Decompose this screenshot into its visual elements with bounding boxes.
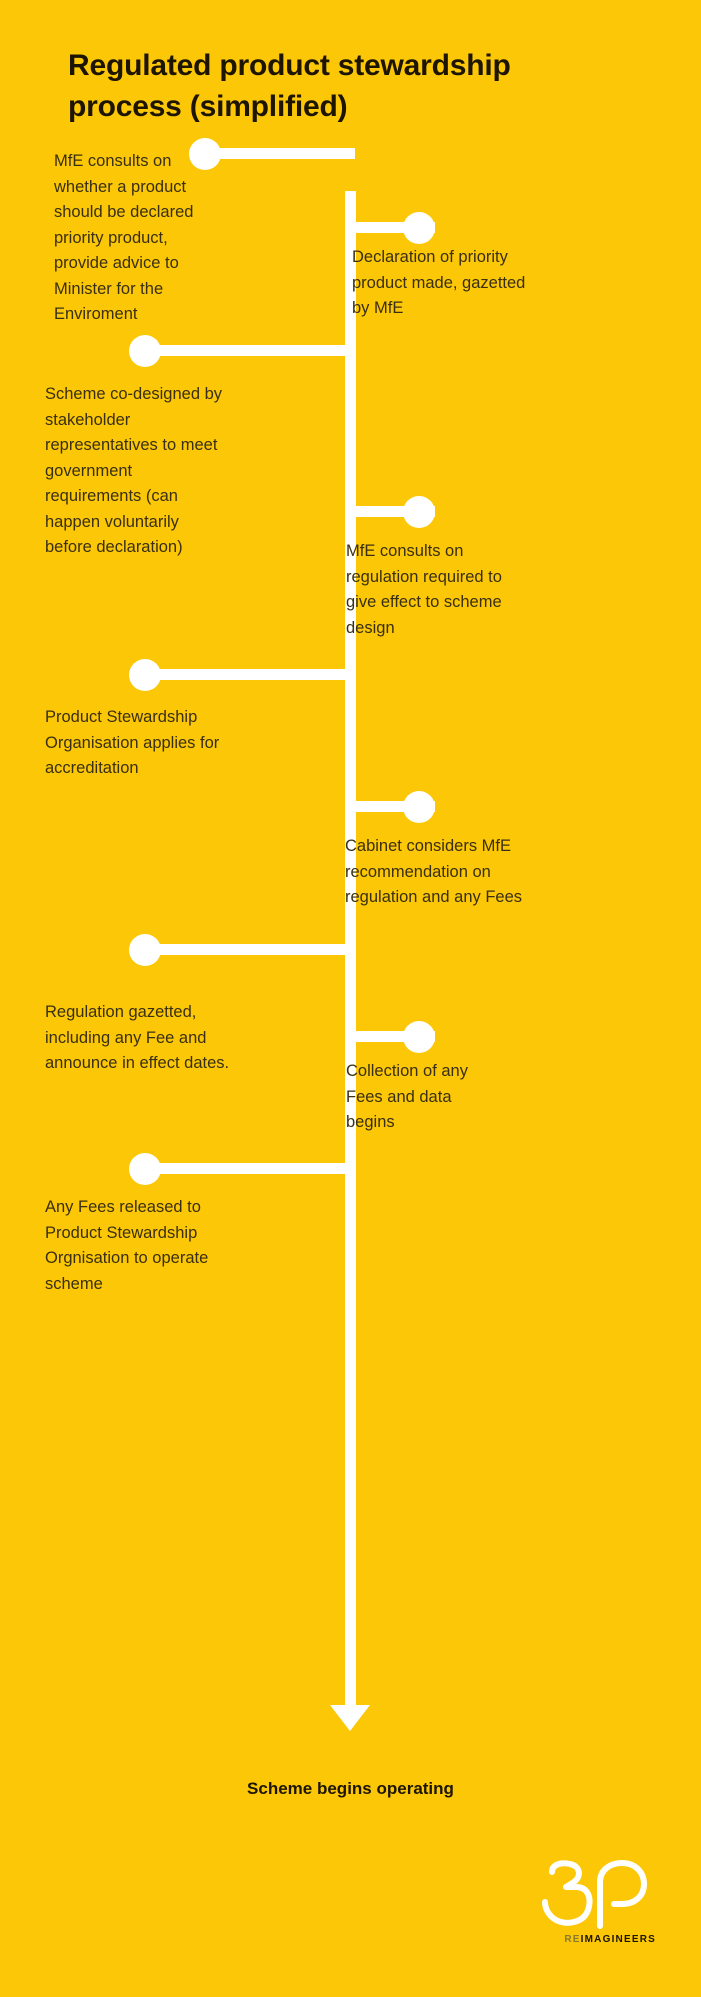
connector-step-2	[345, 222, 435, 233]
step-8-text: Collection of any Fees and data begins	[346, 1062, 468, 1132]
logo-wordmark: REIMAGINEERS	[530, 1934, 660, 1945]
node-step-7[interactable]	[129, 934, 161, 966]
node-step-2[interactable]	[403, 212, 435, 244]
timeline-arrowhead-icon	[330, 1705, 370, 1731]
step-3-text: Scheme co-designed by stakeholder repres…	[45, 385, 223, 557]
step-1-text: MfE consults on whether a product should…	[54, 152, 194, 324]
node-step-4[interactable]	[403, 496, 435, 528]
node-step-9[interactable]	[129, 1153, 161, 1185]
step-4-text: MfE consults on regulation required to g…	[346, 542, 502, 637]
step-6-text: Cabinet considers MfE recommendation on …	[345, 837, 523, 907]
page-title: Regulated product stewardship process (s…	[68, 49, 511, 123]
connector-step-6	[345, 801, 435, 812]
logo-3r-icon	[542, 1860, 647, 1929]
connector-step-7	[145, 944, 355, 955]
connector-step-3	[145, 345, 355, 356]
connector-step-4	[345, 506, 435, 517]
logo-wordmark-prefix: RE	[564, 1934, 581, 1945]
step-2-text: Declaration of priority product made, ga…	[352, 248, 526, 318]
logo-wordmark-suffix: IMAGINEERS	[580, 1934, 656, 1945]
outcome-label: Scheme begins operating	[247, 1779, 454, 1798]
node-step-5[interactable]	[129, 659, 161, 691]
node-step-6[interactable]	[403, 791, 435, 823]
step-7-text: Regulation gazetted, including any Fee a…	[45, 1003, 230, 1073]
brand-logo: REIMAGINEERS	[530, 1860, 660, 1945]
node-step-8[interactable]	[403, 1021, 435, 1053]
connector-step-9	[145, 1163, 355, 1174]
node-step-1[interactable]	[189, 138, 221, 170]
node-step-3[interactable]	[129, 335, 161, 367]
connector-step-8	[345, 1031, 435, 1042]
step-9-text: Any Fees released to Product Stewardship…	[45, 1198, 209, 1293]
connector-step-5	[145, 669, 355, 680]
connector-step-1	[205, 148, 355, 159]
step-5-text: Product Stewardship Organisation applies…	[45, 708, 220, 778]
